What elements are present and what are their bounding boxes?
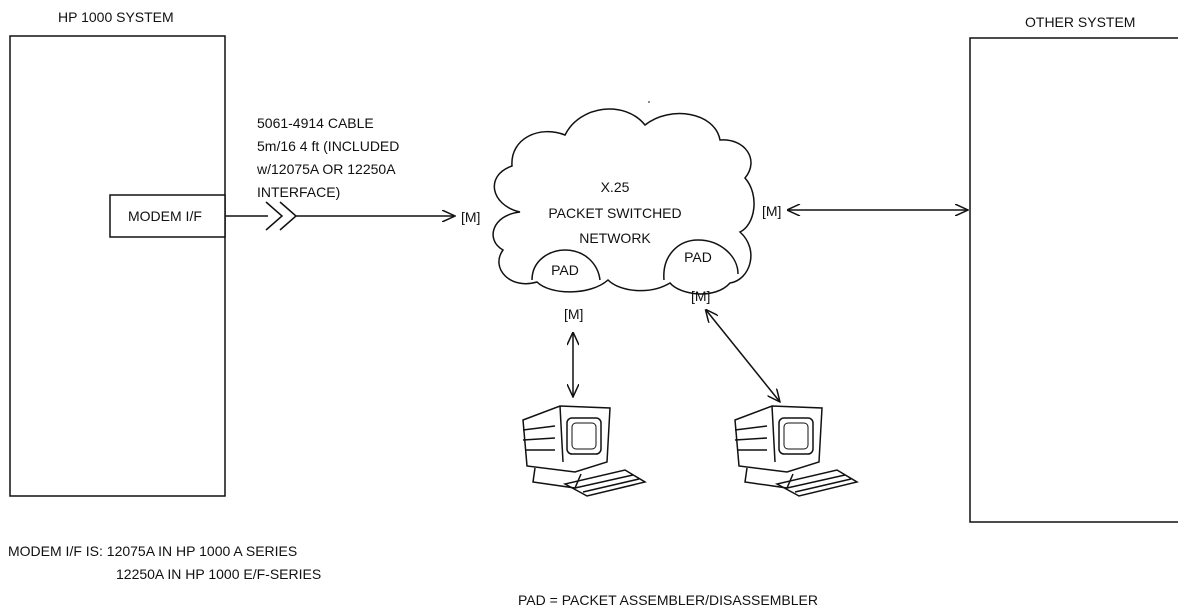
other-system-box [969, 37, 1178, 523]
pad-right-label: PAD [684, 249, 712, 265]
cable-description: 5061-4914 CABLE 5m/16 4 ft (INCLUDED w/1… [256, 115, 399, 200]
modem-note-line-2: 12250A IN HP 1000 E/F-SERIES [116, 566, 321, 582]
hp-system-title: HP 1000 SYSTEM [58, 9, 174, 25]
modem-interface-box [109, 194, 226, 238]
network-line-1: X.25 [601, 179, 630, 195]
pad-left-label: PAD [551, 262, 579, 278]
host-modem-label: [M] [461, 209, 480, 225]
pad-right-modem-label: [M] [691, 288, 710, 304]
pad-left-shape [531, 249, 601, 281]
terminal-right-link-arrow [706, 310, 780, 402]
pad-right-shape [663, 239, 739, 281]
other-modem-label: [M] [762, 203, 781, 219]
modem-interface-label: MODEM I/F [128, 208, 202, 224]
modem-note-line-1: MODEM I/F IS: 12075A IN HP 1000 A SERIES [8, 543, 297, 559]
network-line-2: PACKET SWITCHED [548, 205, 681, 221]
cable-line-2: 5m/16 4 ft (INCLUDED [257, 138, 399, 154]
cable-line-4: INTERFACE) [257, 184, 340, 200]
cable-line-1: 5061-4914 CABLE [257, 115, 374, 131]
pad-definition-note: PAD = PACKET ASSEMBLER/DISASSEMBLER [518, 592, 818, 608]
network-cloud-icon [492, 108, 755, 295]
cable-connector-icon [225, 201, 298, 231]
terminal-left-icon [522, 405, 647, 497]
hp-system-box [9, 35, 226, 497]
other-system-title: OTHER SYSTEM [1025, 14, 1135, 30]
cable-line-3: w/12075A OR 12250A [256, 161, 396, 177]
scan-dot [648, 101, 650, 103]
network-line-3: NETWORK [579, 230, 651, 246]
terminal-right-icon [734, 405, 859, 497]
pad-left-modem-label: [M] [564, 306, 583, 322]
